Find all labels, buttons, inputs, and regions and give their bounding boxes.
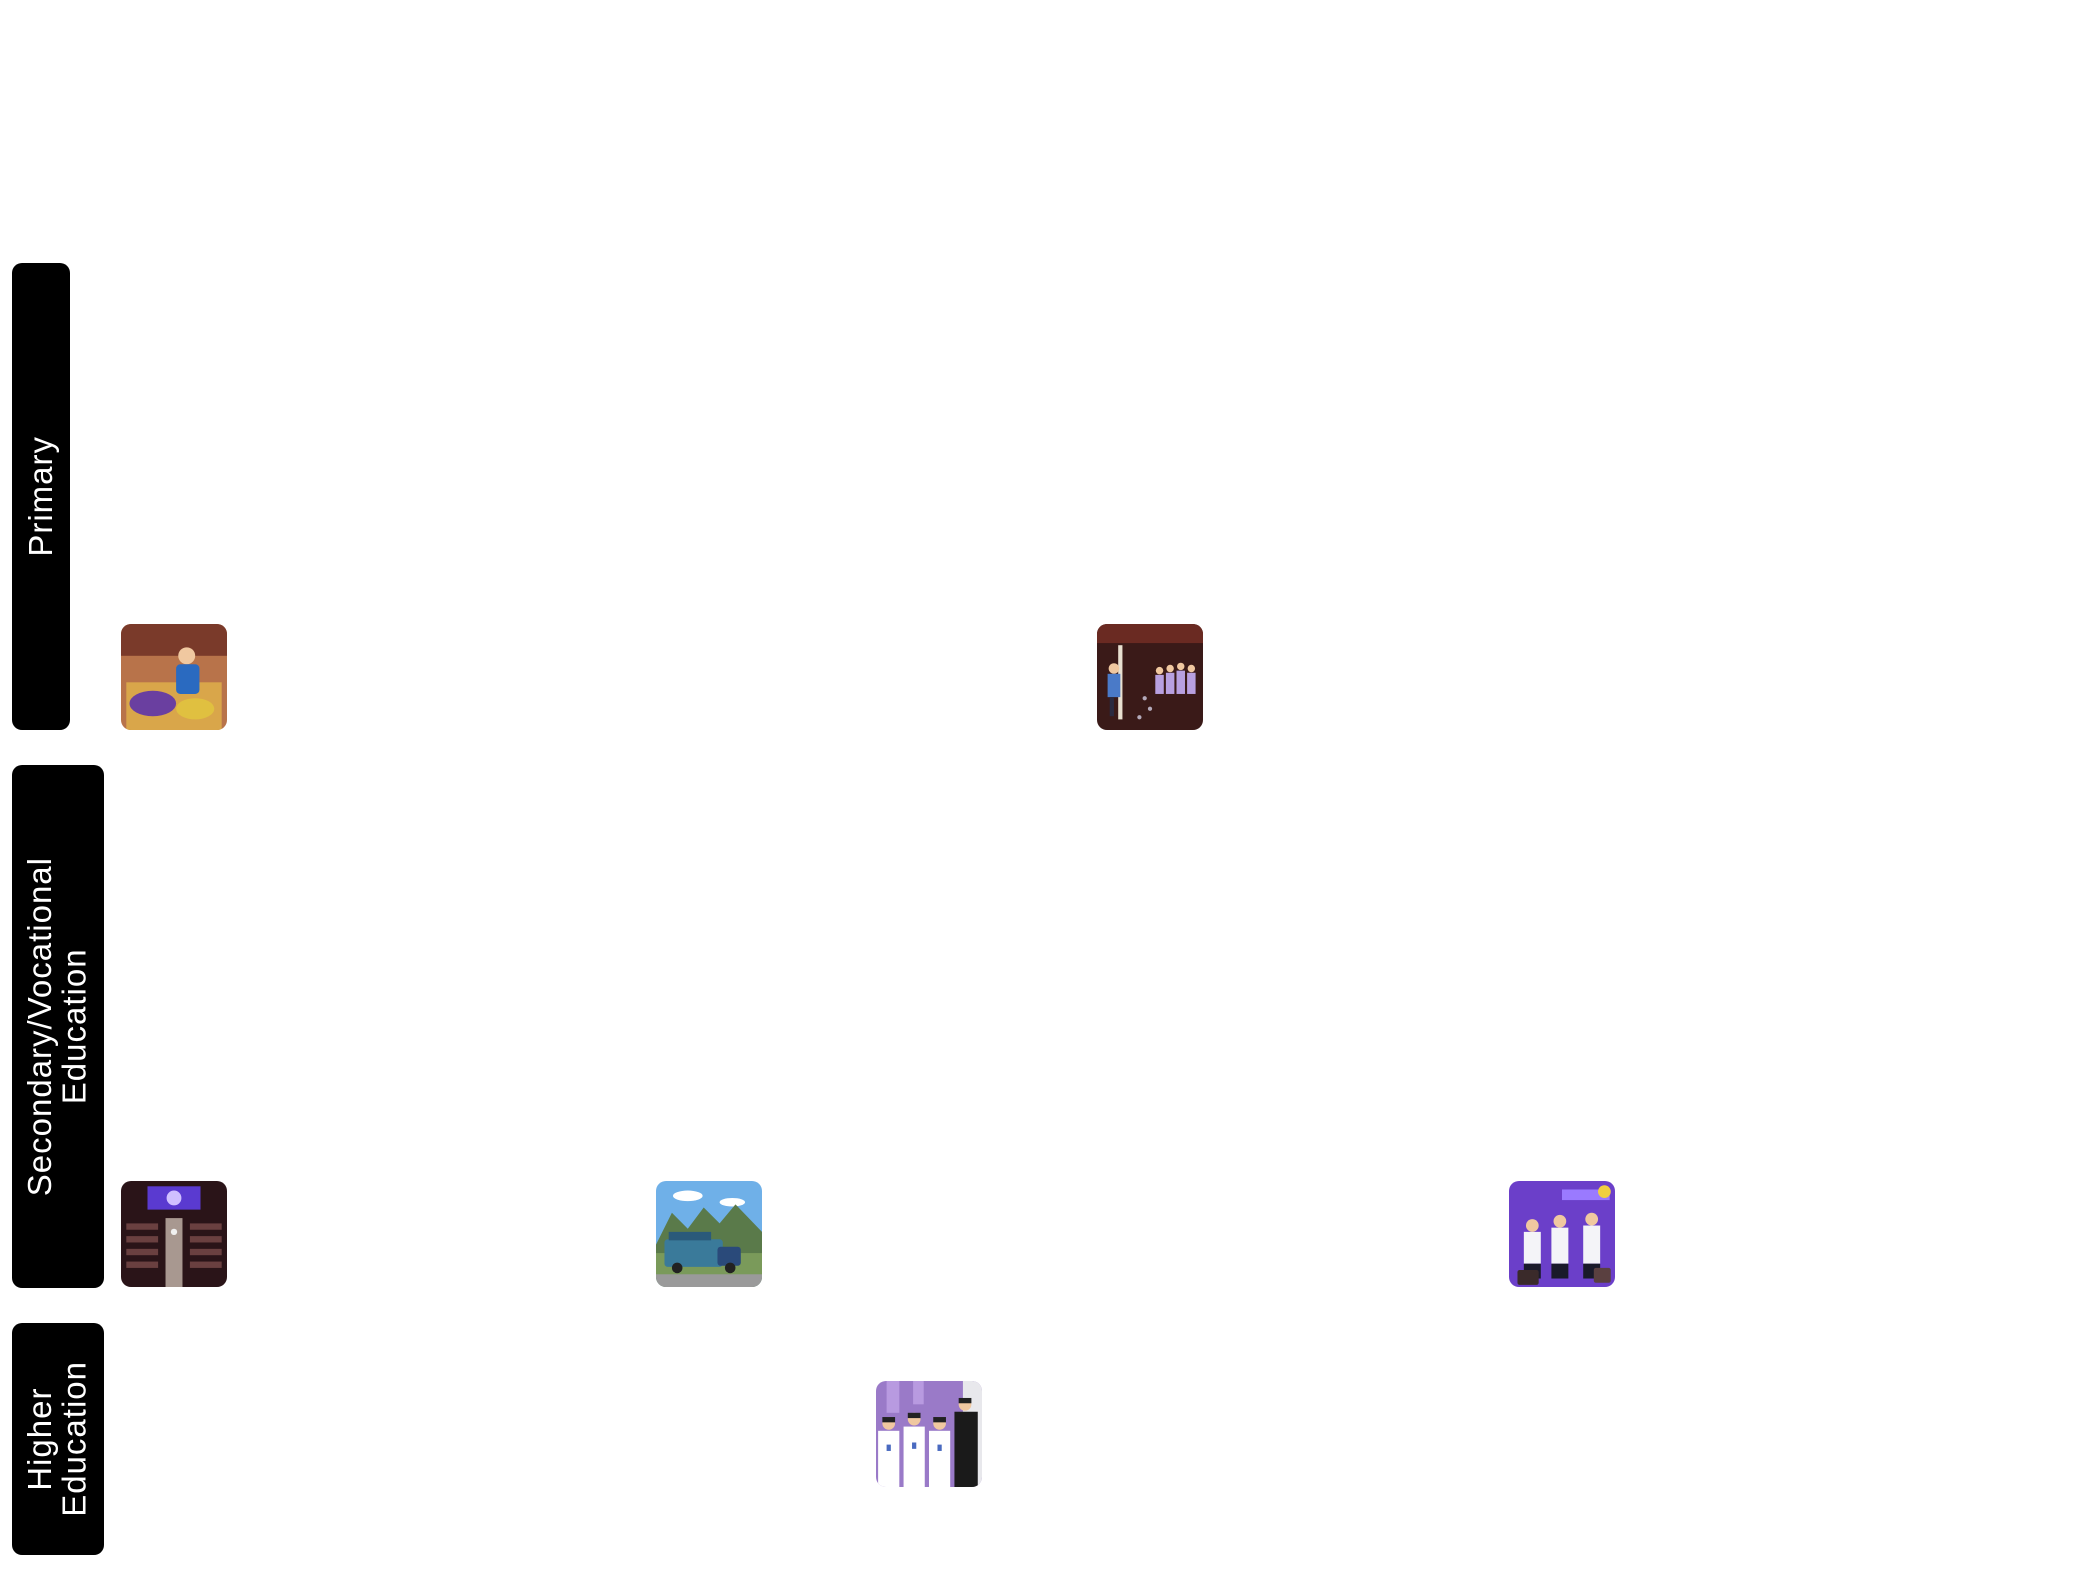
- photo-thumbnail-secondary-2[interactable]: [656, 1181, 762, 1287]
- photo-thumbnail-icon: [656, 1181, 762, 1287]
- lane-secondary-vocational: Secondary/Vocational Education: [12, 765, 104, 1288]
- photo-thumbnail-icon: [1097, 624, 1203, 730]
- lane-primary: Primary: [12, 263, 70, 730]
- photo-thumbnail-icon: [1509, 1181, 1615, 1287]
- photo-thumbnail-icon: [121, 624, 227, 730]
- photo-thumbnail-primary-2[interactable]: [1097, 624, 1203, 730]
- lane-label-secondary-vocational: Secondary/Vocational Education: [21, 856, 93, 1197]
- photo-thumbnail-icon: [121, 1181, 227, 1287]
- photo-thumbnail-primary-1[interactable]: [121, 624, 227, 730]
- lane-label-higher-education: Higher Education: [21, 1361, 93, 1517]
- lane-higher-education: Higher Education: [12, 1323, 104, 1555]
- photo-thumbnail-icon: [876, 1381, 982, 1487]
- photo-thumbnail-secondary-1[interactable]: [121, 1181, 227, 1287]
- photo-thumbnail-higher-1[interactable]: [876, 1381, 982, 1487]
- lane-label-primary: Primary: [21, 436, 59, 557]
- photo-thumbnail-secondary-3[interactable]: [1509, 1181, 1615, 1287]
